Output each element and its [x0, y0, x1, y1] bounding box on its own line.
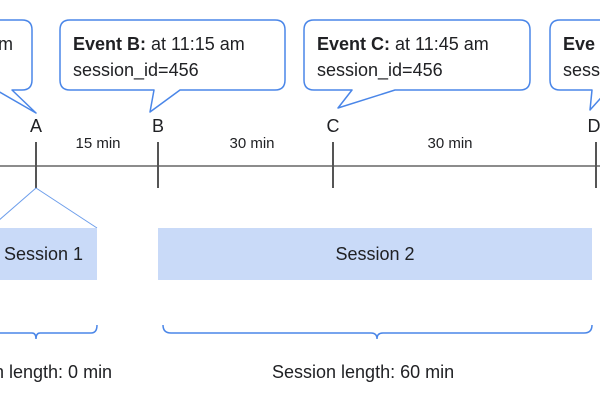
callout-c-time: at 11:45 am: [390, 34, 489, 54]
session1-brace: [0, 324, 98, 340]
session1-connector-left: [0, 187, 37, 220]
callout-c-line1: Event C: at 11:45 am: [317, 31, 489, 57]
session1-length: n length: 0 min: [0, 362, 113, 382]
point-label-b: B: [151, 116, 165, 136]
session2-box: Session 2: [158, 228, 592, 280]
session2-label: Session 2: [335, 243, 415, 264]
callout-b-line1: Event B: at 11:15 am: [73, 31, 245, 57]
callout-c-bubble: [303, 19, 531, 109]
session2-length: Session length: 60 min: [272, 362, 455, 382]
callout-d-text: Eve sess: [563, 31, 600, 83]
callout-b-session: session_id=456: [73, 60, 199, 80]
callout-a-bubble: [0, 19, 37, 114]
session1-connector-right: [35, 187, 98, 229]
session1-box: Session 1: [0, 228, 97, 280]
callout-c-session: session_id=456: [317, 60, 443, 80]
point-label-a: A: [29, 116, 43, 136]
gap-label-ab: 15 min: [75, 135, 121, 152]
point-label-c: C: [326, 116, 340, 136]
callout-b-bubble: [59, 19, 286, 113]
gap-label-bc: 30 min: [229, 135, 275, 152]
callout-d-line1: Eve: [563, 34, 596, 54]
session1-label: Session 1: [3, 243, 83, 264]
point-label-d: D: [587, 116, 600, 136]
callout-d-line2: sess: [563, 60, 600, 80]
callout-c-event: Event C:: [317, 34, 391, 54]
callout-a-line1: m: [0, 34, 13, 54]
callout-b-text: Event B: at 11:15 am session_id=456: [73, 31, 245, 83]
callout-b-event: Event B:: [73, 34, 147, 54]
gap-label-cd: 30 min: [427, 135, 473, 152]
callout-b-time: at 11:15 am: [146, 34, 245, 54]
session2-brace: [162, 324, 593, 340]
callout-a-text: m: [0, 31, 13, 57]
callout-c-text: Event C: at 11:45 am session_id=456: [317, 31, 489, 83]
callout-d-bubble: [549, 19, 600, 111]
